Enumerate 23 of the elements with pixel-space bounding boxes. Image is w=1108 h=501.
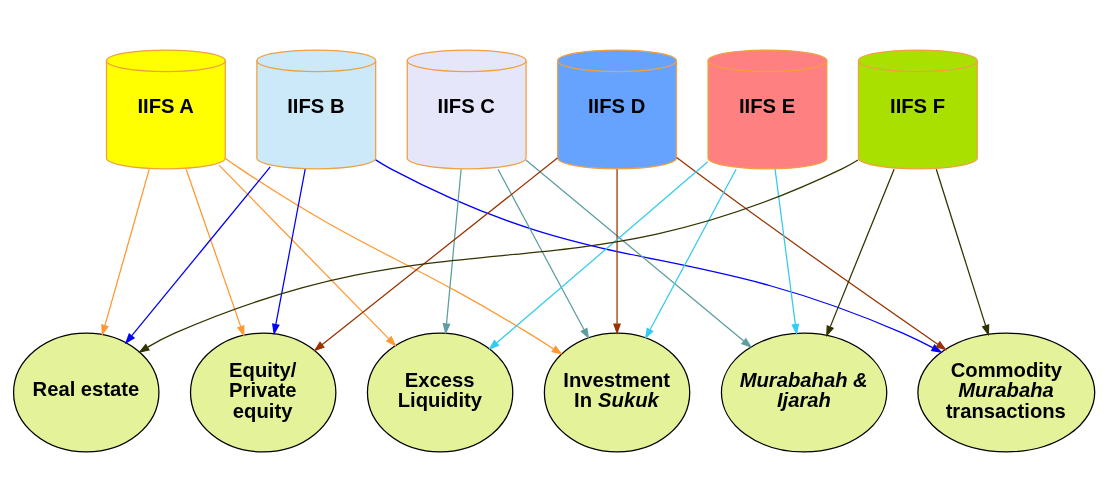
arrow [375,158,943,353]
arrow [272,168,306,335]
node-ellipse: Investment In Sukuk [543,332,691,453]
arrow [774,168,800,335]
arrow [497,168,590,339]
arrow [218,164,397,347]
node-ellipse: Equity/ Private equity [189,332,337,453]
arrow [313,156,559,351]
arrow [935,168,990,336]
node-ellipse: Murabahah & Ijarah [720,332,888,453]
arrow [124,165,271,344]
arrow [185,168,245,337]
arrow [676,156,947,351]
arrow [644,168,737,339]
arrow [101,168,150,336]
arrow [826,168,895,337]
arrow [224,157,563,355]
arrow [488,160,709,350]
arrow [138,158,859,353]
arrow [525,159,753,348]
node-ellipse: Commodity Murabaha transactions [917,332,1096,453]
arrow [442,168,462,335]
arrow [613,168,622,335]
